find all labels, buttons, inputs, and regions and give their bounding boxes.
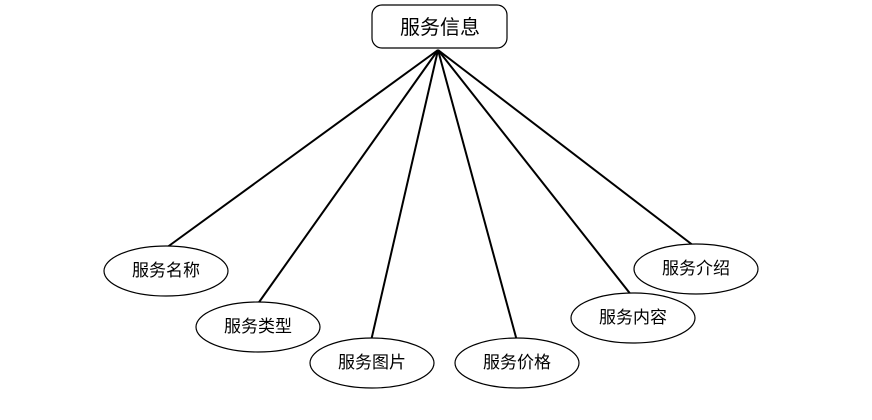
attribute-label: 服务内容 bbox=[599, 308, 667, 328]
attribute-node-service-image: 服务图片 bbox=[309, 337, 435, 389]
connector-service-type bbox=[256, 49, 439, 306]
connector-service-name bbox=[165, 49, 439, 249]
connector-service-intro bbox=[437, 49, 695, 247]
attribute-ellipse bbox=[570, 292, 696, 344]
attribute-label: 服务介绍 bbox=[662, 259, 730, 279]
attribute-label: 服务类型 bbox=[224, 317, 292, 337]
attribute-node-service-intro: 服务介绍 bbox=[633, 243, 759, 295]
connector-service-content bbox=[437, 49, 633, 297]
attribute-ellipse bbox=[195, 301, 321, 353]
attribute-ellipse bbox=[633, 243, 759, 295]
entity-node: 服务信息 bbox=[371, 4, 508, 49]
attribute-label: 服务价格 bbox=[483, 353, 551, 373]
attribute-ellipse bbox=[454, 337, 580, 389]
attribute-node-service-name: 服务名称 bbox=[103, 245, 229, 297]
attribute-node-service-type: 服务类型 bbox=[195, 301, 321, 353]
attribute-node-service-price: 服务价格 bbox=[454, 337, 580, 389]
attribute-ellipse bbox=[103, 245, 229, 297]
attribute-label: 服务名称 bbox=[132, 261, 200, 281]
entity-label: 服务信息 bbox=[400, 15, 480, 39]
entity-box bbox=[371, 4, 508, 49]
attribute-ellipse bbox=[309, 337, 435, 389]
connector-service-image bbox=[370, 49, 439, 342]
connectors bbox=[165, 49, 695, 342]
connector-service-price bbox=[437, 49, 518, 342]
attribute-label: 服务图片 bbox=[338, 353, 406, 373]
attribute-node-service-content: 服务内容 bbox=[570, 292, 696, 344]
